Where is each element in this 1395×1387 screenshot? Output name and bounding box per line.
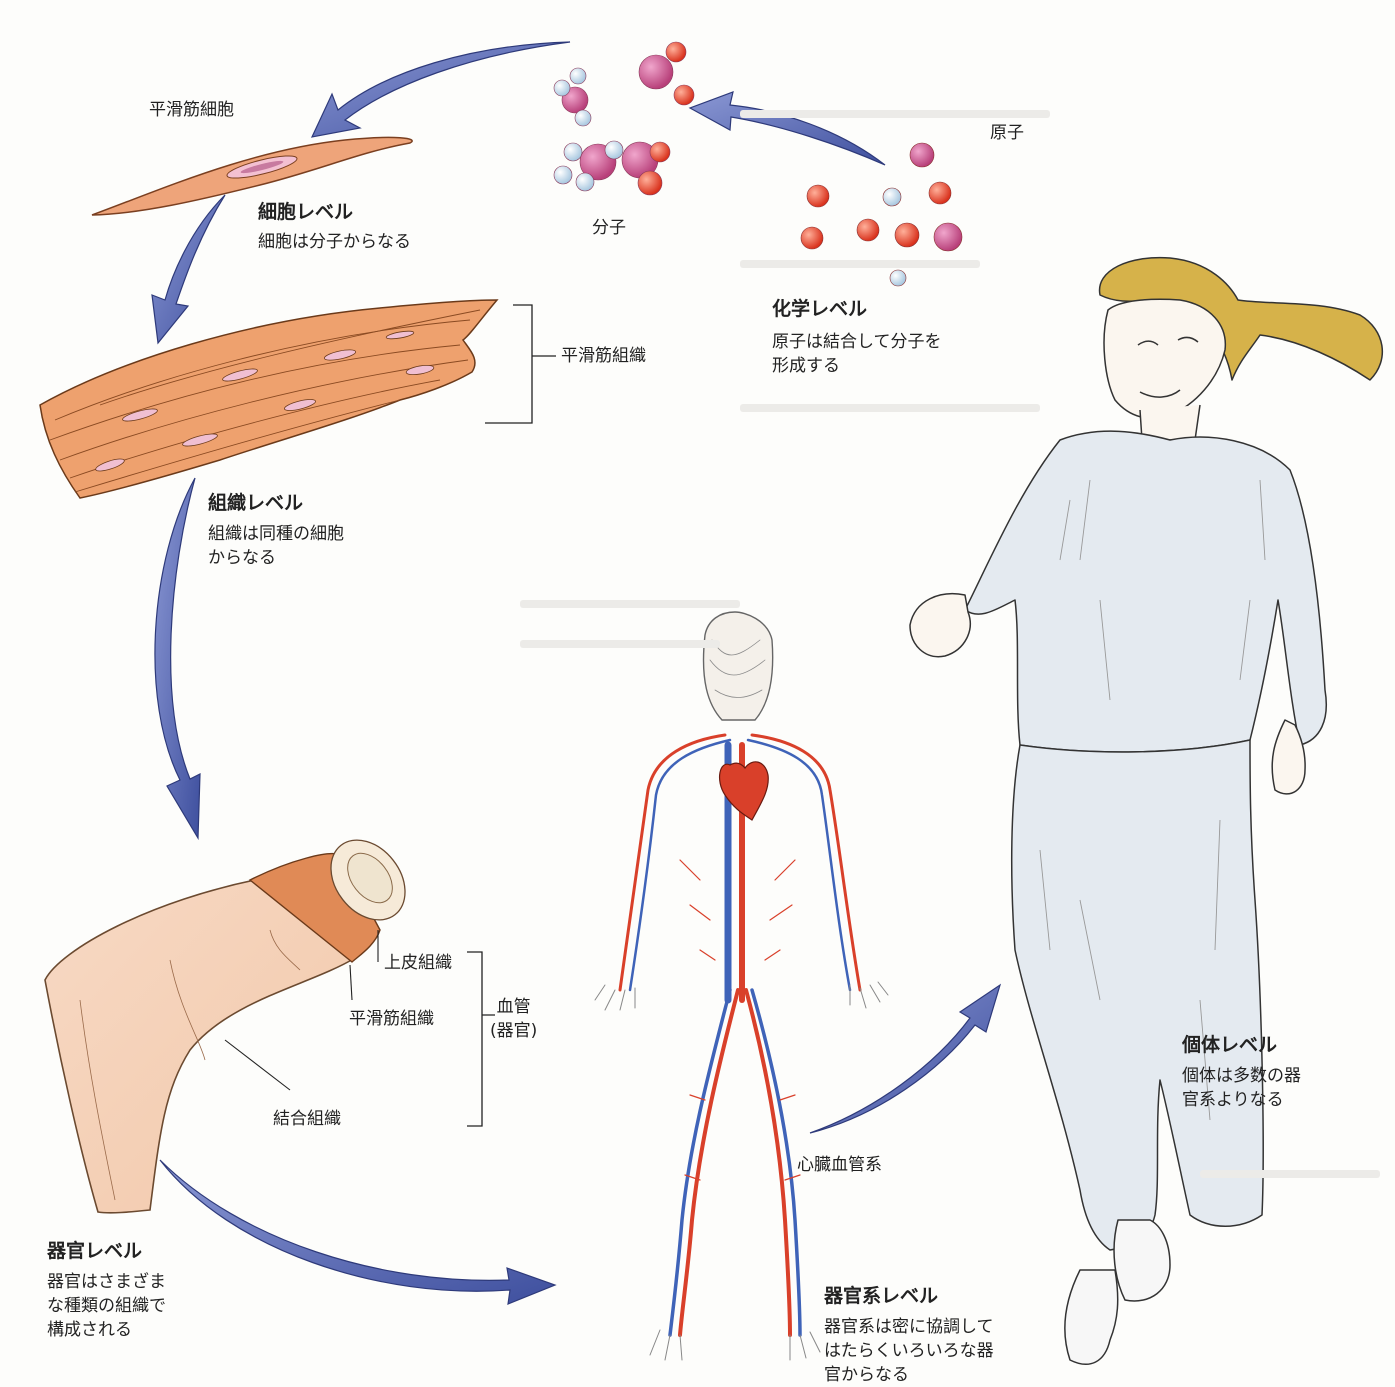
- organ-level-title: 器官レベル: [47, 1239, 142, 1263]
- organism-level-title: 個体レベル: [1182, 1033, 1277, 1057]
- smooth-muscle-cell-drawing: [92, 137, 412, 215]
- cell-level-title: 細胞レベル: [258, 200, 353, 224]
- smooth-muscle-tissue-drawing: [40, 300, 497, 498]
- cell-level-desc: 細胞は分子からなる: [258, 230, 411, 254]
- label-molecule: 分子: [592, 216, 626, 240]
- label-epithelial-tissue: 上皮組織: [384, 951, 452, 975]
- molecules-cluster: [554, 42, 694, 195]
- tissue-level-desc: 組織は同種の細胞 からなる: [208, 522, 344, 570]
- label-atom: 原子: [990, 121, 1024, 145]
- tissue-level-title: 組織レベル: [208, 491, 303, 515]
- label-cardiovascular-system: 心臓血管系: [797, 1153, 882, 1177]
- organ-system-level-desc: 器官系は密に協調して はたらくいろいろな器 官からなる: [824, 1315, 994, 1387]
- organ-system-level-title: 器官系レベル: [824, 1284, 938, 1308]
- arrow-atom-to-molecule: [690, 92, 885, 165]
- label-smooth-muscle-cell: 平滑筋細胞: [149, 98, 234, 122]
- cardiovascular-system-drawing: [595, 612, 888, 1360]
- arrow-tissue-to-organ: [155, 478, 200, 838]
- organism-level-desc: 個体は多数の器 官系よりなる: [1182, 1064, 1301, 1112]
- organ-level-desc: 器官はさまざま な種類の組織で 構成される: [47, 1270, 166, 1342]
- tissue-bracket: [485, 305, 556, 423]
- chemical-level-desc: 原子は結合して分子を 形成する: [772, 330, 942, 378]
- arrow-cell-to-tissue: [152, 195, 225, 343]
- label-smooth-muscle-tissue-vessel: 平滑筋組織: [349, 1007, 434, 1031]
- label-smooth-muscle-tissue: 平滑筋組織: [561, 344, 646, 368]
- arrow-organ-to-system: [160, 1160, 555, 1304]
- jogger-drawing: [910, 258, 1382, 1365]
- arrow-molecule-to-cell: [312, 42, 570, 137]
- label-blood-vessel-organ: 血管 (器官): [490, 995, 537, 1043]
- chemical-level-title: 化学レベル: [772, 297, 867, 321]
- label-connective-tissue: 結合組織: [273, 1107, 341, 1131]
- arrow-system-to-organism: [810, 985, 1000, 1133]
